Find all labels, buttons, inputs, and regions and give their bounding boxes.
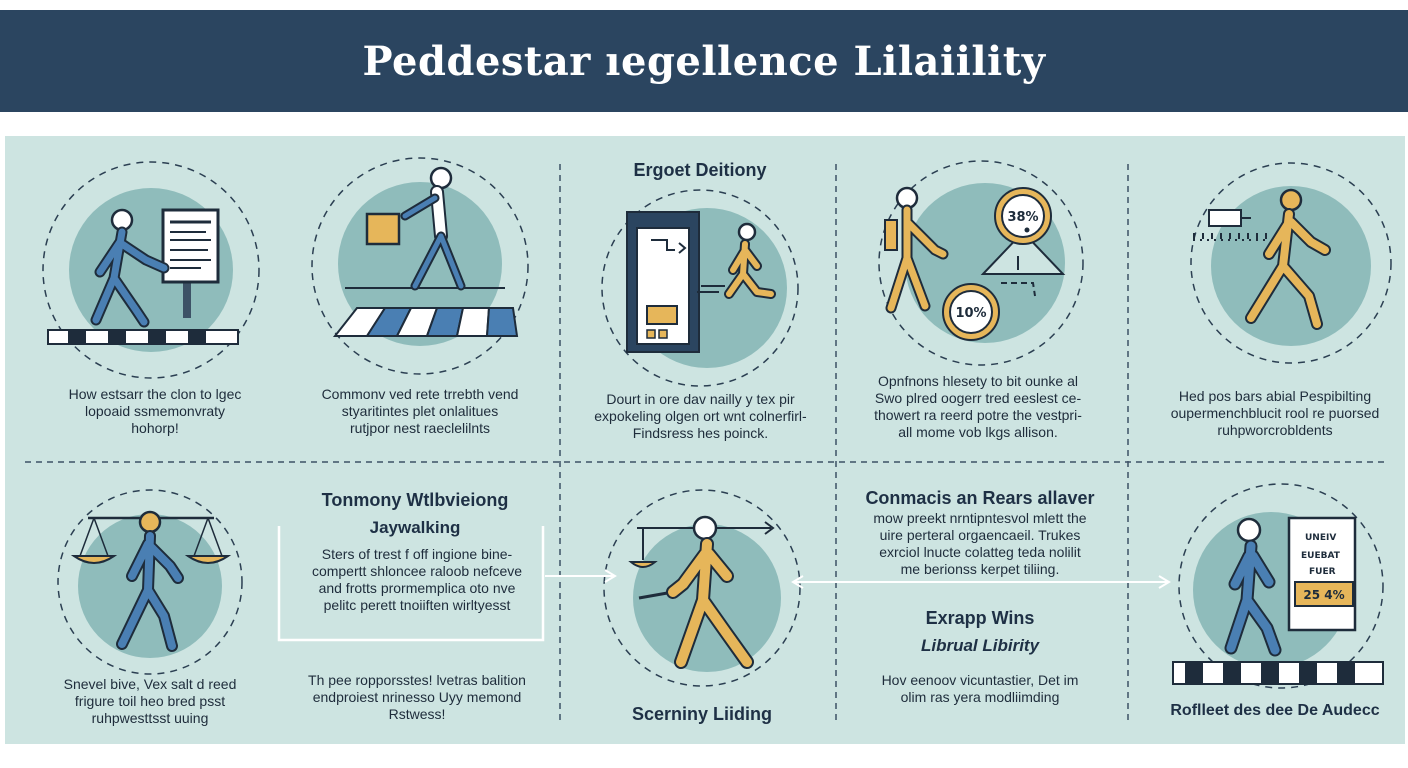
bottom-caption-1: Snevel bive, Vex salt d reed frigure toi…	[63, 676, 237, 726]
badge-bottom-percent: 10%	[955, 306, 986, 321]
percent-badges-icon: 38% 10%	[878, 160, 1084, 366]
page-title: Peddestar ıegellence Lilaiility	[362, 37, 1046, 85]
board-line-1: UNEIV	[1305, 533, 1336, 543]
pedestrian-sign-icon	[42, 161, 260, 379]
header-banner: Peddestar ıegellence Lilaiility	[0, 10, 1408, 112]
crosswalk-notice-icon: UNEIV EUEBAT FUER 25 4%	[1172, 483, 1384, 689]
top-caption-2: Commonv ved rete trrebth vend styaritint…	[321, 386, 519, 436]
bottom-text-4: mow preekt nrntipntesvol mlett the uire …	[873, 510, 1087, 577]
infographic-panel: How estsarr the clon to lgec lopoaid ssm…	[5, 136, 1405, 744]
bottom-title-4: Conmacis an Rears allaver	[865, 488, 1095, 508]
dashed-divider-vertical	[835, 164, 837, 724]
walking-pedestrian-icon	[1190, 162, 1392, 364]
dashed-divider-vertical	[1127, 164, 1129, 724]
board-line-2: EUEBAT	[1301, 551, 1341, 561]
scales-justice-icon	[57, 489, 243, 675]
top-caption-4: Opnfnons hlesety to bit ounke al Swo plr…	[874, 373, 1082, 440]
bottom-caption-5: Roflleet des dee De Audecc	[1170, 702, 1380, 719]
top-caption-3: Dourt in ore dav nailly y tex pir expoke…	[594, 391, 807, 441]
walking-bag-crosswalk-icon	[311, 157, 529, 375]
bottom-footer-2: Th pee ropporsstes! lvetras balition end…	[308, 672, 526, 722]
walking-scales-icon	[603, 489, 801, 687]
board-percent: 25 4%	[1303, 588, 1344, 602]
door-exit-icon	[601, 189, 799, 387]
bottom-footer-4: Hov eenoov vicuntastier, Det im olim ras…	[881, 672, 1079, 705]
bottom-title-2: Tonmony Wtlbvieiong	[321, 490, 509, 510]
bottom-text-2: Sters of trest f off ingione bine- compe…	[311, 546, 523, 613]
top-caption-1: How estsarr the clon to lgec lopoaid ssm…	[68, 386, 242, 436]
bottom-caption-3: Scerniny Liiding	[631, 704, 773, 724]
badge-top-percent: 38%	[1007, 210, 1038, 225]
top-title-3: Ergoet Deitiony	[633, 160, 767, 180]
bottom-title-4b: Exrapp Wins	[925, 608, 1035, 628]
board-line-3: FUER	[1309, 567, 1336, 577]
connector-arrows	[277, 526, 1171, 642]
dashed-divider-vertical	[559, 164, 561, 724]
bottom-subtitle-4b: Librual Libirity	[920, 636, 1040, 655]
bottom-subtitle-2: Jaywalking	[369, 518, 461, 537]
top-caption-5: Hed pos bars abial Pespibilting oupermen…	[1170, 388, 1380, 438]
dashed-divider-horizontal	[25, 461, 1385, 463]
